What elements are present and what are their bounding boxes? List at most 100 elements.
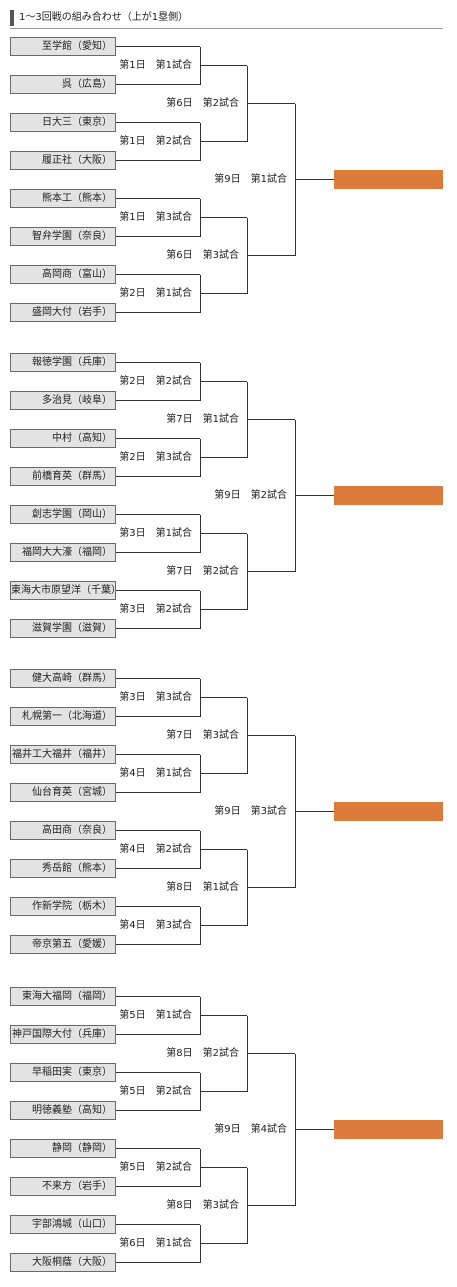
bracket-line	[247, 419, 295, 420]
match-label-round1: 第5日 第2試合	[119, 1085, 192, 1097]
team-slot[interactable]: 明徳義塾（高知）	[10, 1101, 116, 1120]
match-label-round2: 第8日 第2試合	[166, 1047, 239, 1059]
team-slot[interactable]: 報徳学園（兵庫）	[10, 353, 116, 372]
team-slot[interactable]: 作新学院（栃木）	[10, 897, 116, 916]
match-label-round3: 第9日 第3試合	[214, 805, 287, 817]
team-slot[interactable]: 札幌第一（北海道）	[10, 707, 116, 726]
bracket-line	[116, 1148, 200, 1149]
team-slot[interactable]: 仙台育英（宮城）	[10, 783, 116, 802]
bracket-line	[200, 457, 247, 458]
block-winner-slot	[334, 802, 443, 821]
bracket-line	[295, 495, 334, 496]
bracket-line	[116, 590, 200, 591]
bracket-line	[116, 906, 200, 907]
match-label-round2: 第7日 第2試合	[166, 565, 239, 577]
bracket-line	[247, 1205, 295, 1206]
bracket-line	[116, 362, 200, 363]
bracket-line	[116, 84, 200, 85]
bracket-line	[116, 552, 200, 553]
block-winner-slot	[334, 486, 443, 505]
team-slot[interactable]: 宇部鴻城（山口）	[10, 1215, 116, 1234]
match-label-round2: 第8日 第3試合	[166, 1199, 239, 1211]
bracket-line	[247, 735, 295, 736]
match-label-round2: 第7日 第1試合	[166, 413, 239, 425]
bracket-line	[200, 533, 247, 534]
bracket-line	[116, 122, 200, 123]
match-label-round2: 第6日 第3試合	[166, 249, 239, 261]
bracket-line	[247, 571, 295, 572]
bracket-line	[116, 868, 200, 869]
match-label-round1: 第3日 第1試合	[119, 527, 192, 539]
bracket-line	[200, 381, 247, 382]
team-slot[interactable]: 履正社（大阪）	[10, 151, 116, 170]
bracket-line	[116, 754, 200, 755]
bracket-line	[116, 160, 200, 161]
team-slot[interactable]: 創志学園（岡山）	[10, 505, 116, 524]
team-slot[interactable]: 呉（広島）	[10, 75, 116, 94]
bracket-line	[116, 312, 200, 313]
bracket-line	[116, 438, 200, 439]
team-slot[interactable]: 帝京第五（愛媛）	[10, 935, 116, 954]
header-accent-bar	[10, 10, 14, 26]
team-slot[interactable]: 福井工大福井（福井）	[10, 745, 116, 764]
bracket-line	[200, 609, 247, 610]
bracket-line	[116, 236, 200, 237]
match-label-round1: 第2日 第1試合	[119, 287, 192, 299]
bracket-line	[116, 1262, 200, 1263]
team-slot[interactable]: 高田商（奈良）	[10, 821, 116, 840]
match-label-round1: 第5日 第2試合	[119, 1161, 192, 1173]
bracket-line	[116, 46, 200, 47]
team-slot[interactable]: 中村（高知）	[10, 429, 116, 448]
bracket-line	[116, 996, 200, 997]
team-slot[interactable]: 東海大福岡（福岡）	[10, 987, 116, 1006]
team-slot[interactable]: 不来方（岩手）	[10, 1177, 116, 1196]
bracket-line	[116, 514, 200, 515]
bracket-line	[116, 1186, 200, 1187]
bracket-line	[200, 697, 247, 698]
bracket-line	[200, 925, 247, 926]
team-slot[interactable]: 盛岡大付（岩手）	[10, 303, 116, 322]
team-slot[interactable]: 健大高崎（群馬）	[10, 669, 116, 688]
bracket-line	[116, 1034, 200, 1035]
team-slot[interactable]: 至学館（愛知）	[10, 37, 116, 56]
bracket-line	[116, 274, 200, 275]
match-label-round1: 第2日 第2試合	[119, 375, 192, 387]
bracket-line	[116, 1072, 200, 1073]
bracket-line	[247, 887, 295, 888]
match-label-round2: 第8日 第1試合	[166, 881, 239, 893]
team-slot[interactable]: 熊本工（熊本）	[10, 189, 116, 208]
team-slot[interactable]: 智弁学園（奈良）	[10, 227, 116, 246]
match-label-round2: 第7日 第3試合	[166, 729, 239, 741]
team-slot[interactable]: 大阪桐蔭（大阪）	[10, 1253, 116, 1272]
team-slot[interactable]: 前橋育英（群馬）	[10, 467, 116, 486]
bracket-line	[116, 476, 200, 477]
team-slot[interactable]: 多治見（岐阜）	[10, 391, 116, 410]
bracket-line	[200, 217, 247, 218]
match-label-round1: 第1日 第1試合	[119, 59, 192, 71]
team-slot[interactable]: 滋賀学園（滋賀）	[10, 619, 116, 638]
bracket-line	[200, 849, 247, 850]
bracket-line	[200, 293, 247, 294]
match-label-round1: 第2日 第3試合	[119, 451, 192, 463]
team-slot[interactable]: 静岡（静岡）	[10, 1139, 116, 1158]
team-slot[interactable]: 高岡商（富山）	[10, 265, 116, 284]
bracket-line	[116, 716, 200, 717]
match-label-round1: 第6日 第1試合	[119, 1237, 192, 1249]
team-slot[interactable]: 秀岳館（熊本）	[10, 859, 116, 878]
match-label-round1: 第5日 第1試合	[119, 1009, 192, 1021]
bracket-line	[295, 811, 334, 812]
team-slot[interactable]: 日大三（東京）	[10, 113, 116, 132]
team-slot[interactable]: 神戸国際大付（兵庫）	[10, 1025, 116, 1044]
bracket-line	[116, 830, 200, 831]
bracket-line	[200, 1091, 247, 1092]
block-winner-slot	[334, 170, 443, 189]
bracket-line	[116, 1110, 200, 1111]
bracket-line	[116, 792, 200, 793]
team-slot[interactable]: 福岡大大濠（福岡）	[10, 543, 116, 562]
bracket-line	[200, 1015, 247, 1016]
bracket-line	[116, 628, 200, 629]
team-slot[interactable]: 早稲田実（東京）	[10, 1063, 116, 1082]
team-slot[interactable]: 東海大市原望洋（千葉）	[10, 581, 116, 600]
match-label-round3: 第9日 第4試合	[214, 1123, 287, 1135]
